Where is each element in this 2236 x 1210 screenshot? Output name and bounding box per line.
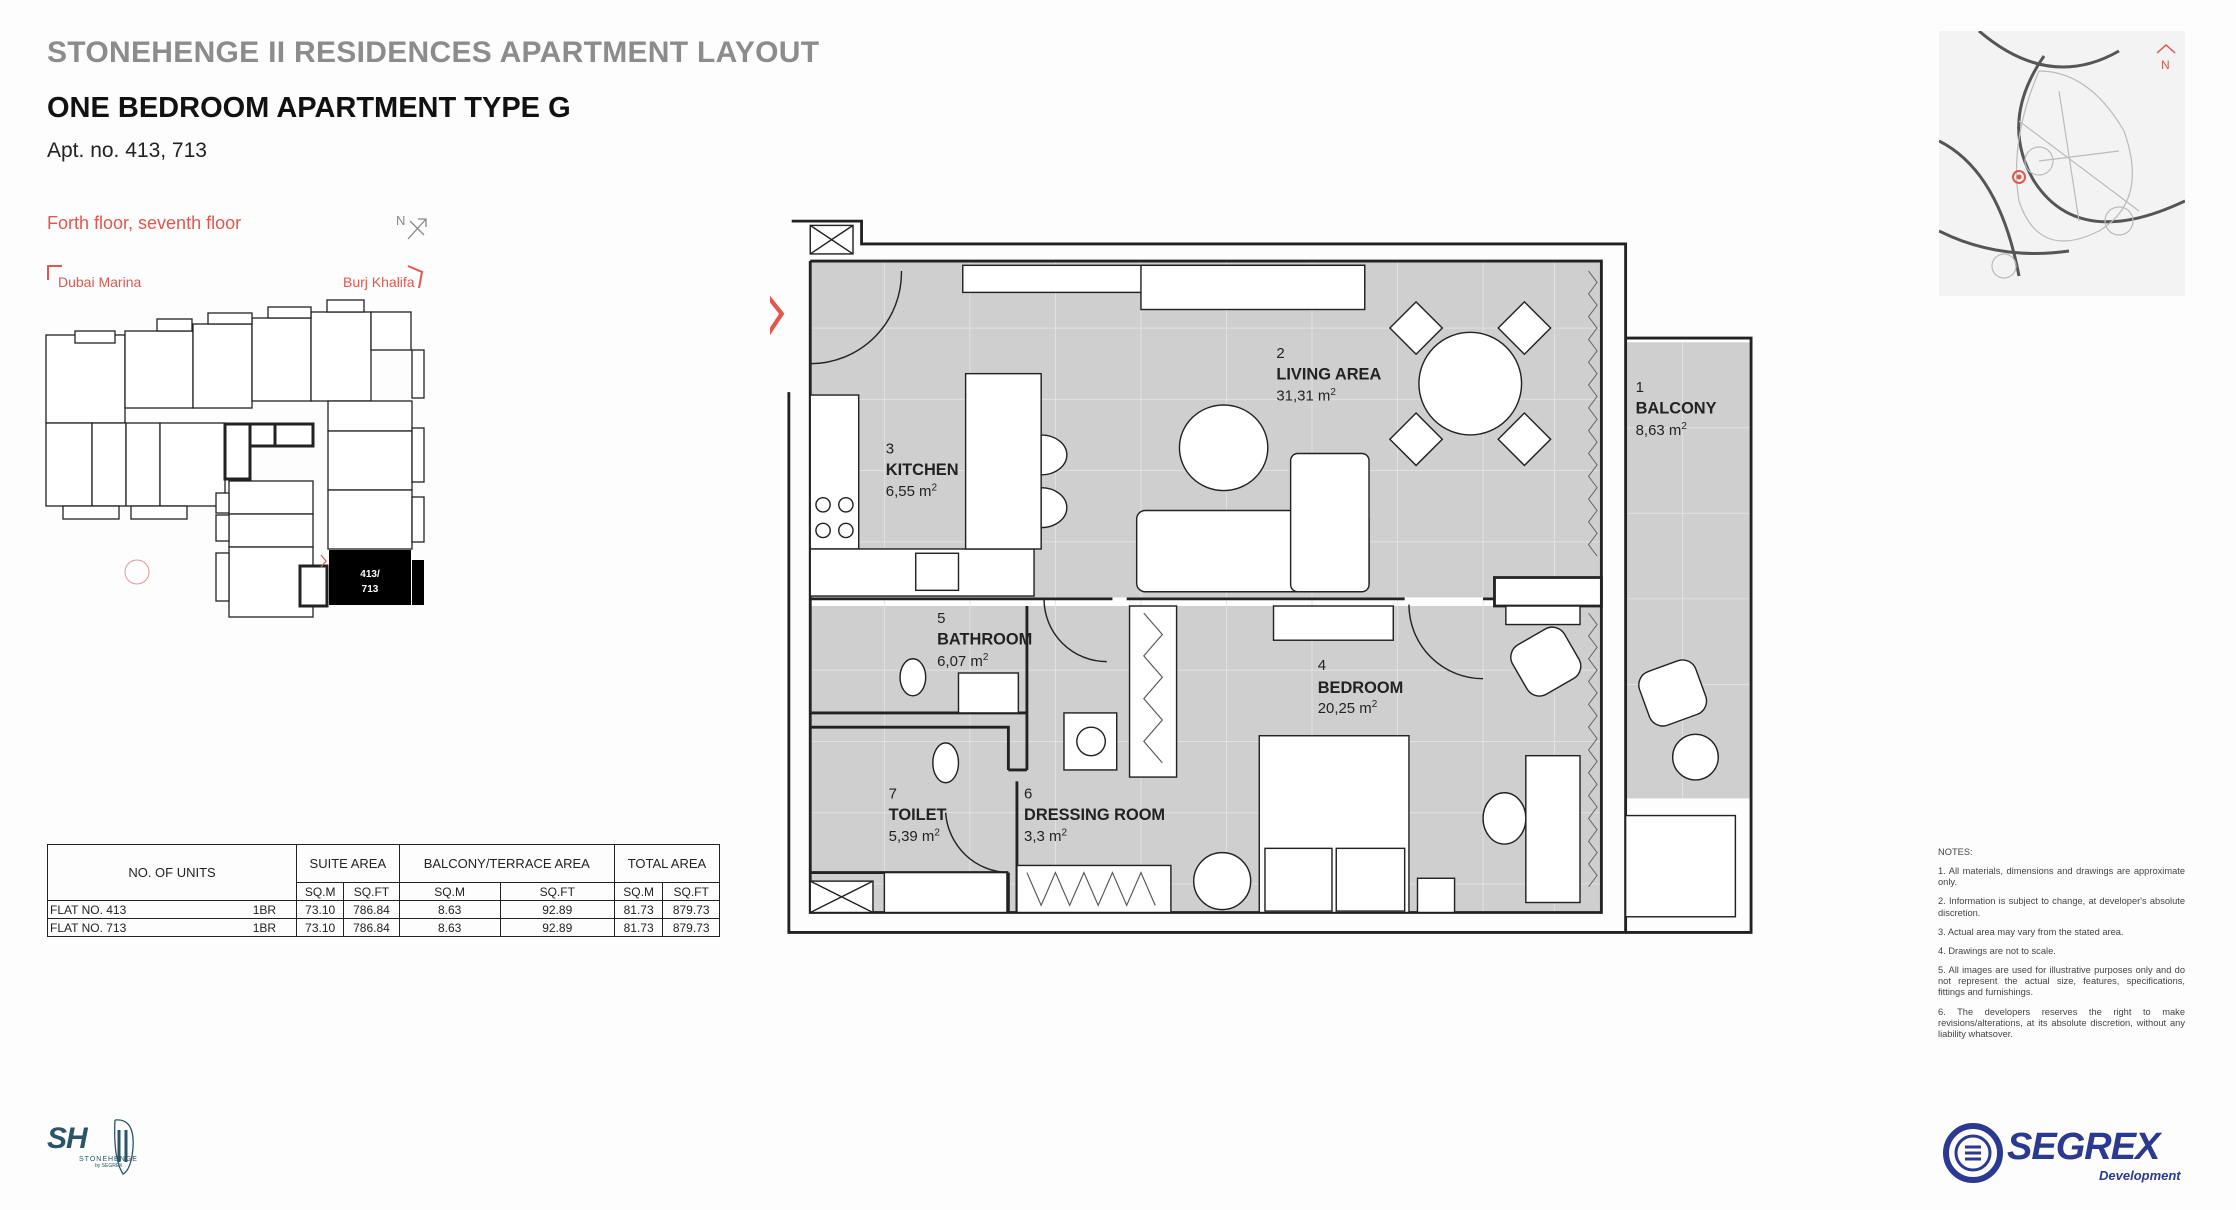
notes: NOTES: 1. All materials, dimensions and … [1938, 847, 2185, 1048]
header-units: NO. OF UNITS [46, 844, 298, 901]
room-area-kitchen: 6,55 m2 [886, 483, 938, 501]
entrance-marker [770, 295, 785, 336]
notes-title: NOTES: [1938, 847, 1973, 857]
direction-markers [47, 265, 424, 289]
room-name-toilet: TOILET [889, 806, 947, 824]
room-area-dressing: 3,3 m2 [1024, 828, 1067, 846]
room-area-balcony: 8,63 m2 [1636, 421, 1688, 439]
area-table: NO. OF UNITS SUITE AREA BALCONY/TERRACE … [46, 844, 721, 937]
room-area-bedroom: 20,25 m2 [1318, 699, 1378, 717]
room-name-bedroom: BEDROOM [1318, 679, 1404, 697]
room-area-toilet: 5,39 m2 [889, 828, 941, 846]
direction-burj-khalifa: Burj Khalifa [343, 274, 415, 290]
room-name-balcony: BALCONY [1636, 400, 1717, 418]
room-number: 4 [1318, 657, 1326, 674]
north-arrow-icon [407, 218, 427, 240]
header-total: TOTAL AREA [613, 844, 721, 883]
header-suite: SUITE AREA [296, 844, 400, 883]
room-number: 1 [1636, 379, 1644, 396]
room-number: 3 [886, 440, 894, 457]
note-item: 2. Information is subject to change, at … [1938, 896, 2185, 918]
note-item: 1. All materials, dimensions and drawing… [1938, 866, 2185, 888]
floor-plan: 1 BALCONY 8,63 m2 2 LIVING AREA 31,31 m2… [770, 219, 1753, 934]
building-keyplan: 413/ 713 [45, 299, 425, 618]
apartment-type-title: ONE BEDROOM APARTMENT TYPE G [47, 92, 571, 124]
note-item: 4. Drawings are not to scale. [1938, 945, 2056, 956]
keyplan-north-label: N [396, 213, 406, 228]
room-area-bathroom: 6,07 m2 [937, 652, 989, 670]
floor-label: Forth floor, seventh floor [47, 213, 242, 233]
map-north-label: N [2161, 58, 2170, 72]
unit-label-top: 413/ [360, 569, 380, 580]
room-number: 5 [937, 610, 945, 627]
room-name-kitchen: KITCHEN [886, 461, 959, 479]
room-number: 2 [1276, 345, 1284, 362]
room-number: 7 [889, 785, 897, 802]
stonehenge-logo: SH STONEHENGE by SEGREX [47, 1119, 157, 1192]
room-name-bathroom: BATHROOM [937, 630, 1032, 648]
note-item: 3. Actual area may vary from the stated … [1938, 926, 2124, 937]
project-title: STONEHENGE II RESIDENCES APARTMENT LAYOU… [47, 36, 820, 69]
room-name-living: LIVING AREA [1276, 365, 1381, 383]
apartment-numbers: Apt. no. 413, 713 [47, 139, 207, 162]
tree-icon [124, 559, 150, 585]
room-area-living: 31,31 m2 [1276, 387, 1336, 405]
note-item: 6. The developers reserves the right to … [1938, 1006, 2185, 1039]
unit-label-bottom: 713 [362, 584, 379, 595]
location-map: N [1939, 31, 2185, 296]
direction-dubai-marina: Dubai Marina [58, 274, 142, 290]
header-balcony: BALCONY/TERRACE AREA [398, 844, 615, 883]
highlighted-unit [329, 550, 411, 605]
segrex-logo: SEGREX Development [1943, 1122, 2183, 1187]
note-item: 5. All images are used for illustrative … [1938, 965, 2185, 998]
room-name-dressing: DRESSING ROOM [1024, 806, 1165, 824]
room-number: 6 [1024, 785, 1032, 802]
